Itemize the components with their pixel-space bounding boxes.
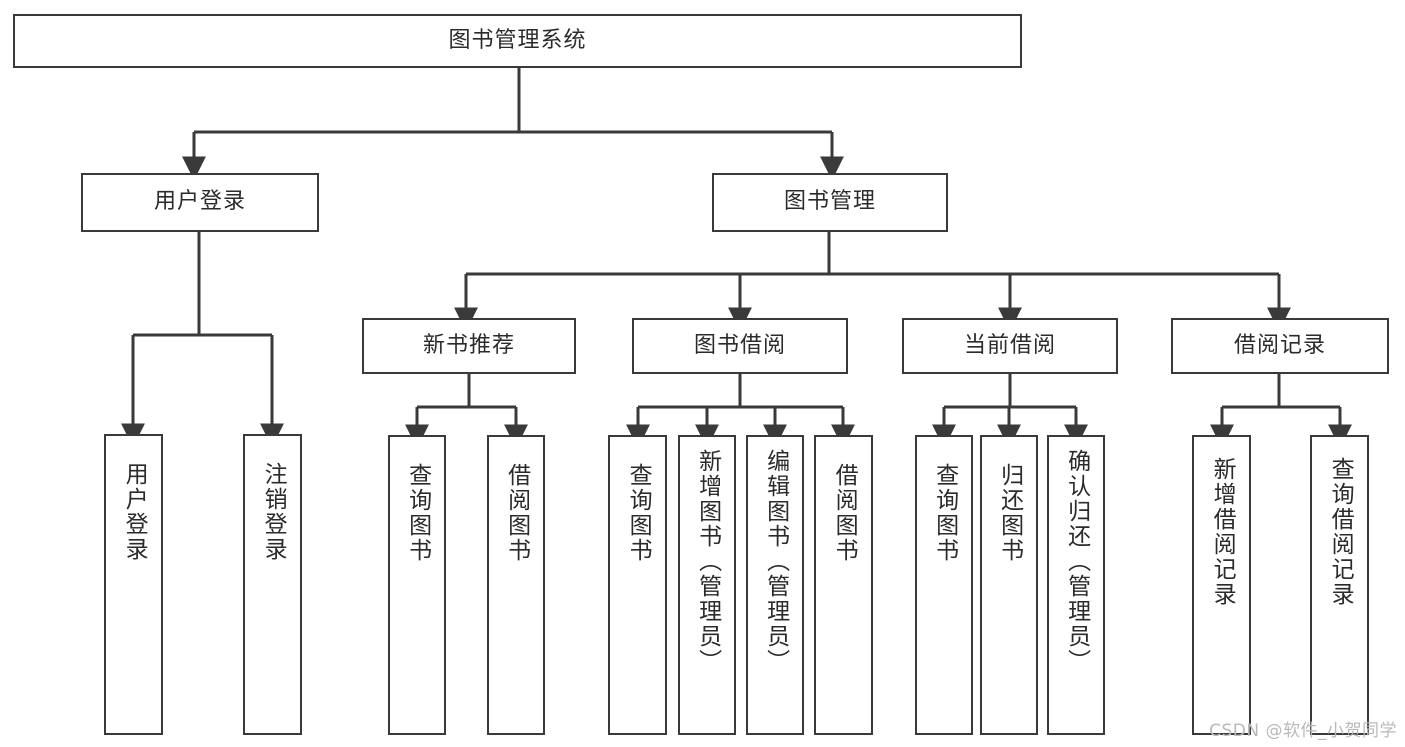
leaf-edit-book-label: 编辑图书（管理员） — [762, 449, 789, 674]
leaf-add-borrow-record[interactable]: 新增借阅记录 — [1192, 435, 1251, 735]
leaf-user-logout-label: 注销登录 — [260, 462, 287, 562]
leaf-add-borrow-record-label: 新增借阅记录 — [1209, 457, 1236, 607]
leaf-user-login-label: 用户登录 — [121, 462, 148, 562]
node-current-borrow-label: 当前借阅 — [963, 332, 1056, 358]
node-book-manage-label: 图书管理 — [783, 189, 876, 215]
node-current-borrow[interactable]: 当前借阅 — [902, 318, 1118, 374]
node-borrow-record[interactable]: 借阅记录 — [1171, 318, 1389, 374]
node-book-borrow[interactable]: 图书借阅 — [632, 318, 848, 374]
leaf-add-book-label: 新增图书（管理员） — [694, 449, 721, 674]
leaf-query-book-1[interactable]: 查询图书 — [388, 435, 446, 735]
leaf-query-book-3-label: 查询图书 — [931, 463, 958, 563]
leaf-query-book-1-label: 查询图书 — [404, 463, 431, 563]
leaf-return-book[interactable]: 归还图书 — [980, 435, 1038, 735]
node-root[interactable]: 图书管理系统 — [13, 14, 1022, 68]
leaf-query-book-3[interactable]: 查询图书 — [915, 435, 973, 735]
leaf-borrow-book-2-label: 借阅图书 — [831, 463, 858, 563]
node-borrow-record-label: 借阅记录 — [1233, 332, 1326, 358]
node-user-login-label: 用户登录 — [153, 189, 246, 215]
node-book-manage[interactable]: 图书管理 — [712, 173, 948, 232]
watermark: CSDN @软件_小贺同学 — [1209, 721, 1397, 741]
leaf-borrow-book-1[interactable]: 借阅图书 — [487, 435, 545, 735]
leaf-query-borrow-record-label: 查询借阅记录 — [1327, 457, 1354, 607]
node-new-book-recommend[interactable]: 新书推荐 — [362, 318, 576, 374]
leaf-query-book-2-label: 查询图书 — [625, 463, 652, 563]
leaf-confirm-return[interactable]: 确认归还（管理员） — [1047, 435, 1105, 735]
node-book-borrow-label: 图书借阅 — [693, 332, 786, 358]
leaf-confirm-return-label: 确认归还（管理员） — [1063, 449, 1090, 674]
leaf-borrow-book-1-label: 借阅图书 — [503, 463, 530, 563]
leaf-return-book-label: 归还图书 — [996, 463, 1023, 563]
leaf-user-login[interactable]: 用户登录 — [104, 434, 163, 735]
leaf-edit-book[interactable]: 编辑图书（管理员） — [746, 435, 804, 735]
leaf-borrow-book-2[interactable]: 借阅图书 — [814, 435, 873, 735]
node-user-login[interactable]: 用户登录 — [81, 173, 319, 232]
node-new-book-recommend-label: 新书推荐 — [422, 332, 515, 358]
leaf-add-book[interactable]: 新增图书（管理员） — [678, 435, 736, 735]
leaf-user-logout[interactable]: 注销登录 — [243, 434, 302, 735]
leaf-query-borrow-record[interactable]: 查询借阅记录 — [1310, 435, 1369, 735]
node-root-label: 图书管理系统 — [448, 27, 587, 53]
leaf-query-book-2[interactable]: 查询图书 — [608, 435, 667, 735]
